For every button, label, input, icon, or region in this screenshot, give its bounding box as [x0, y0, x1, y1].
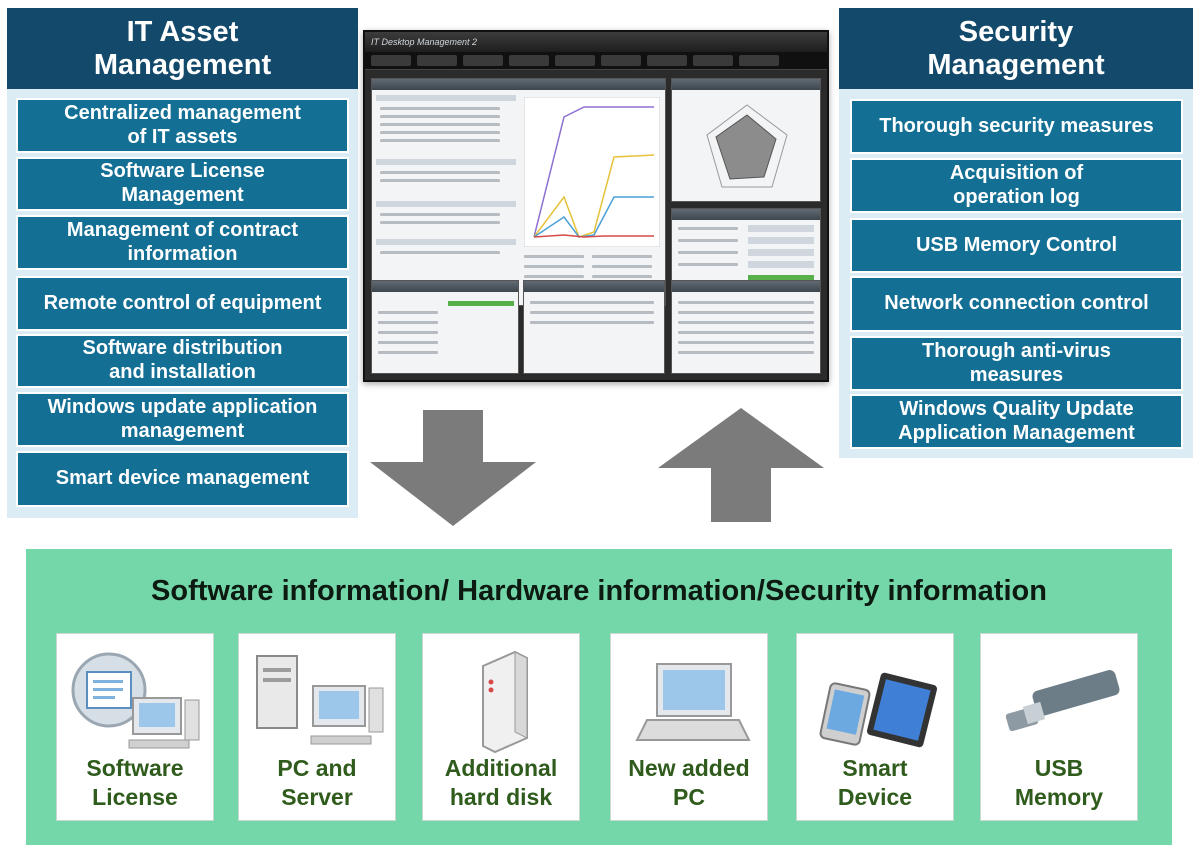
security-item-usb-control: USB Memory Control: [850, 218, 1183, 273]
card-pc-and-server-line1: PC and: [277, 755, 357, 781]
card-additional-hard-disk-line2: hard disk: [449, 784, 553, 811]
pc-and-server-icon: [256, 655, 384, 745]
toolbar-button: [739, 55, 779, 66]
app-toolbar: [365, 52, 827, 70]
smart-device-icon: [819, 672, 938, 748]
dashboard-widget-list: [671, 280, 821, 374]
card-usb-memory: USB Memory: [980, 633, 1138, 821]
card-software-license-line1: Software: [86, 755, 184, 781]
card-additional-hard-disk-line1: Additional: [444, 755, 558, 781]
card-pc-and-server-line2: Server: [281, 784, 353, 811]
usb-memory-icon: [1005, 670, 1120, 732]
card-software-license: Software License: [56, 633, 214, 821]
hard-disk-icon: [482, 650, 528, 754]
it-asset-panel: IT Asset Management Centralized manageme…: [7, 8, 358, 518]
toolbar-button: [463, 55, 503, 66]
software-license-icon: [71, 652, 200, 749]
card-new-added-pc: New added PC: [610, 633, 768, 821]
card-pc-and-server: PC and Server: [238, 633, 396, 821]
card-smart-device-line1: Smart: [842, 755, 908, 781]
dashboard-widget-notices: [523, 280, 665, 374]
security-title-line1: Security: [958, 16, 1074, 49]
security-title: Security Management: [839, 8, 1193, 89]
toolbar-button: [601, 55, 641, 66]
card-new-added-pc-line2: PC: [673, 784, 705, 811]
card-software-license-line2: License: [92, 784, 178, 811]
dashboard-widget-summary: [371, 78, 666, 306]
information-panel: Software information/ Hardware informati…: [26, 549, 1172, 845]
it-asset-title-line2: Management: [93, 48, 272, 81]
toolbar-button: [647, 55, 687, 66]
card-usb-memory-line1: USB: [1034, 755, 1084, 781]
card-additional-hard-disk: Additional hard disk: [422, 633, 580, 821]
security-item-measures: Thorough security measures: [850, 99, 1183, 154]
up-arrow-icon: [658, 408, 824, 522]
toolbar-button: [509, 55, 549, 66]
down-arrow-icon: [370, 410, 536, 526]
security-item-network: Network connection control: [850, 276, 1183, 332]
it-asset-title-line1: IT Asset: [126, 16, 239, 49]
card-smart-device-line2: Device: [837, 784, 913, 811]
security-title-line2: Management: [927, 48, 1105, 81]
management-console-screenshot: IT Desktop Management 2: [363, 30, 829, 382]
toolbar-button: [555, 55, 595, 66]
dashboard-line-chart: [524, 97, 660, 247]
toolbar-button: [371, 55, 411, 66]
it-asset-item-remote: Remote control of equipment: [16, 276, 349, 331]
card-new-added-pc-line1: New added: [628, 755, 750, 781]
card-usb-memory-line2: Memory: [1014, 784, 1104, 811]
card-smart-device: Smart Device: [796, 633, 954, 821]
security-panel: Security Management Thorough security me…: [839, 8, 1193, 458]
toolbar-button: [693, 55, 733, 66]
it-asset-item-smart-device: Smart device management: [16, 451, 349, 507]
dashboard-radar-chart: [706, 104, 788, 188]
app-title-bar: IT Desktop Management 2: [365, 32, 827, 52]
dashboard-widget-radar: [671, 78, 821, 202]
it-asset-title: IT Asset Management: [7, 8, 358, 89]
laptop-icon: [635, 663, 751, 741]
toolbar-button: [417, 55, 457, 66]
dashboard-widget-devices: [371, 280, 519, 374]
information-title: Software information/ Hardware informati…: [151, 575, 1047, 607]
